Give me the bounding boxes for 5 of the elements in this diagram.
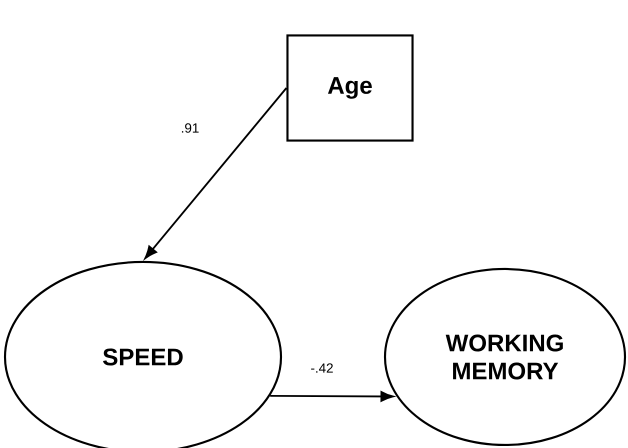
variable-box: Age: [286, 34, 414, 142]
arrow: [144, 87, 288, 259]
edge-label: -.42: [309, 362, 335, 374]
arrow: [270, 391, 394, 402]
edge-label: .91: [179, 122, 201, 134]
